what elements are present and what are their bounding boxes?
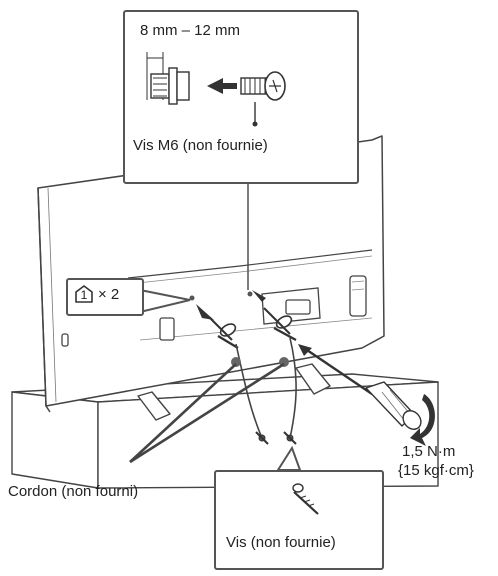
torque-value-kgf: {15 kgf·cm} xyxy=(398,462,474,480)
quantity-label: × 2 xyxy=(98,286,119,304)
step-icon: 1 xyxy=(74,284,94,304)
m6-screw-label: Vis M6 (non fournie) xyxy=(133,137,268,155)
step-number: 1 xyxy=(74,289,94,302)
cord-label: Cordon (non fourni) xyxy=(8,483,138,501)
torque-value: 1,5 N·m xyxy=(402,443,455,461)
wood-screw-label: Vis (non fournie) xyxy=(226,534,336,552)
